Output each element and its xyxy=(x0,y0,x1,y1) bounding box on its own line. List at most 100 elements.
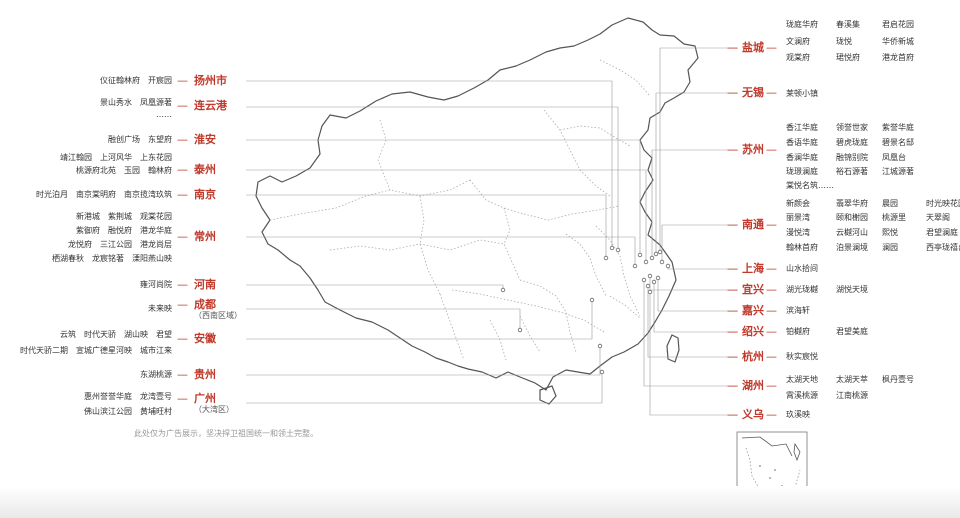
project-name: 香江华庭 xyxy=(786,123,818,132)
project-name: 铂樾府 xyxy=(786,327,810,336)
label-dash: — xyxy=(766,325,777,338)
project-name: 观棠花园 xyxy=(140,212,172,221)
project-name: 湖悦天境 xyxy=(836,285,868,294)
project-name: 佛山滨江公园 xyxy=(84,407,132,416)
label-dash: — xyxy=(766,379,777,392)
project-name: 裕石源著 xyxy=(836,167,868,176)
label-dash: — xyxy=(177,392,188,405)
project-row: 时光泊月 南京棠明府 南京揽湾玖筑 xyxy=(36,190,172,200)
city-subtitle: （西南区域） xyxy=(194,311,242,320)
project-name: 观棠府 xyxy=(786,53,810,62)
taiwan-island xyxy=(666,334,680,363)
label-dash: — xyxy=(177,278,188,291)
project-row: 惠州誉誉华庭 龙湾壹号 xyxy=(84,392,172,402)
project-name: 溧阳燕山映 xyxy=(132,254,172,263)
project-row: 景山秀水 凤凰源著 xyxy=(100,98,172,108)
project-name: 凤凰台 xyxy=(882,153,906,162)
project-name: 城市江来 xyxy=(140,346,172,355)
project-name: 开宸园 xyxy=(148,76,172,85)
project-name: 紫誉华庭 xyxy=(882,123,914,132)
city-label: 安徽 xyxy=(194,332,216,345)
project-name: 山水拾间 xyxy=(786,264,818,273)
label-dash: — xyxy=(177,99,188,112)
project-name: 滨海轩 xyxy=(786,306,810,315)
city-name: 绍兴 xyxy=(742,325,764,338)
label-dash: — xyxy=(177,230,188,243)
project-name: 晨园 xyxy=(882,199,898,208)
project-row: 靖江翰园 上河风华 上东花园 xyxy=(60,153,172,163)
project-name: 三江公园 xyxy=(100,240,132,249)
project-name: 上东花园 xyxy=(140,153,172,162)
project-row: 桃源府北苑 玉园 翰林府 xyxy=(76,166,172,176)
label-dash: — xyxy=(727,350,738,363)
project-row: 东湖桃源 xyxy=(140,370,172,380)
project-name: 翰林府 xyxy=(148,166,172,175)
label-dash: — xyxy=(727,86,738,99)
city-name: 成都 xyxy=(194,298,216,311)
project-name: 翡翠华府 xyxy=(836,199,868,208)
project-row: 云筑 时代天骄 湖山映 君望 xyxy=(60,330,172,340)
project-name: 玖溪映 xyxy=(786,410,810,419)
label-dash: — xyxy=(766,304,777,317)
label-dash: — xyxy=(766,262,777,275)
project-name: 龙湾壹号 xyxy=(140,392,172,401)
right-leader-lines xyxy=(643,47,738,416)
city-label: 河南 xyxy=(194,278,216,291)
project-name: 莱顿小镇 xyxy=(786,89,818,98)
label-dash: — xyxy=(727,283,738,296)
label-dash: — xyxy=(727,325,738,338)
project-name: 云筑 xyxy=(60,330,76,339)
project-name: 香语华庭 xyxy=(786,138,818,147)
project-name: 君望 xyxy=(156,330,172,339)
label-dash: — xyxy=(177,298,188,311)
city-name: 义乌 xyxy=(742,408,764,421)
city-name: 上海 xyxy=(742,262,764,275)
project-row: 融创广场 东望府 xyxy=(108,135,172,145)
china-outline xyxy=(255,17,699,391)
city-label: 南京 xyxy=(194,188,216,201)
project-name: 珑璟澜庭 xyxy=(786,167,818,176)
project-name: 霄溪桃源 xyxy=(786,391,818,400)
city-name: 河南 xyxy=(194,278,216,291)
project-name: 君望澜庭 xyxy=(926,228,958,237)
project-name: 碧景名邸 xyxy=(882,138,914,147)
project-name: 太湖天萃 xyxy=(836,375,868,384)
project-name: 未来映 xyxy=(148,304,172,313)
project-name: 君启花园 xyxy=(882,20,914,29)
project-name: 紫御府 xyxy=(76,226,100,235)
project-name: 碧虎珑庭 xyxy=(836,138,868,147)
project-name: 时光映花园 xyxy=(926,199,960,208)
label-dash: — xyxy=(727,218,738,231)
project-name: 凤凰源著 xyxy=(140,98,172,107)
label-dash: — xyxy=(177,74,188,87)
project-name: 港龙华庭 xyxy=(140,226,172,235)
project-name: 惠州誉誉华庭 xyxy=(84,392,132,401)
project-name: 秋实宸悦 xyxy=(786,352,818,361)
project-name: 泊景澜境 xyxy=(836,243,868,252)
project-name: 桃源里 xyxy=(882,213,906,222)
project-name: 棠悦名筑…… xyxy=(786,181,834,190)
city-name: 盐城 xyxy=(742,41,764,54)
city-name: 淮安 xyxy=(194,133,216,146)
city-name: 宜兴 xyxy=(742,283,764,296)
city-name: 苏州 xyxy=(742,143,764,156)
project-name: 南京棠明府 xyxy=(76,190,116,199)
label-dash: — xyxy=(177,133,188,146)
label-dash: — xyxy=(727,41,738,54)
project-name: 玉园 xyxy=(124,166,140,175)
label-dash: — xyxy=(766,143,777,156)
city-name: 连云港 xyxy=(194,99,227,112)
project-name: 桃源府北苑 xyxy=(76,166,116,175)
city-label: 连云港 xyxy=(194,99,227,112)
city-name: 安徽 xyxy=(194,332,216,345)
project-name: 港龙首府 xyxy=(882,53,914,62)
city-name: 南通 xyxy=(742,218,764,231)
label-dash: — xyxy=(177,368,188,381)
label-dash: — xyxy=(766,350,777,363)
project-name: 香澜华庭 xyxy=(786,153,818,162)
label-dash: — xyxy=(766,41,777,54)
project-row: 雍河尚院 xyxy=(140,280,172,290)
project-name: 翰林首府 xyxy=(786,243,818,252)
label-dash: — xyxy=(727,408,738,421)
